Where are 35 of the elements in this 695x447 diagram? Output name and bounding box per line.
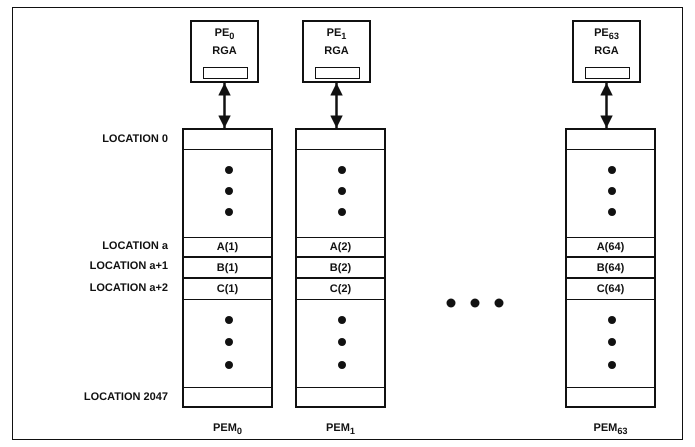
memory-word: C(1) bbox=[184, 278, 271, 300]
processor-box bbox=[302, 20, 371, 83]
memory-module-label: PEM$_{1}$ bbox=[326, 422, 355, 436]
register-box bbox=[203, 67, 248, 79]
location-label: LOCATION a+2 bbox=[90, 282, 168, 294]
location-label: LOCATION a+1 bbox=[90, 260, 168, 272]
memory-word: A(64) bbox=[567, 237, 654, 257]
register-label: RGA bbox=[211, 45, 238, 57]
processor-box bbox=[572, 20, 641, 83]
memory-word: C(64) bbox=[567, 278, 654, 300]
register-label: RGA bbox=[323, 45, 350, 57]
memory-word: C(2) bbox=[297, 278, 384, 300]
location-label: LOCATION 2047 bbox=[84, 391, 168, 403]
memory-module-label: PEM$_{63}$ bbox=[593, 422, 628, 436]
double-arrow bbox=[330, 83, 343, 128]
memory-word: B(64) bbox=[567, 257, 654, 278]
processor-box bbox=[190, 20, 259, 83]
memory-column bbox=[295, 128, 386, 408]
register-label: RGA bbox=[593, 45, 620, 57]
memory-word: B(1) bbox=[184, 257, 271, 278]
memory-column bbox=[565, 128, 656, 408]
memory-column bbox=[182, 128, 273, 408]
register-box bbox=[315, 67, 360, 79]
memory-module-label: PEM$_{0}$ bbox=[213, 422, 242, 436]
memory-word: A(2) bbox=[297, 237, 384, 257]
location-label: LOCATION 0 bbox=[102, 133, 168, 145]
processor-label: PE$_{63}$ bbox=[593, 27, 620, 42]
memory-word: A(1) bbox=[184, 237, 271, 257]
processor-label: PE$_{0}$ bbox=[214, 27, 236, 42]
double-arrow bbox=[600, 83, 613, 128]
location-label: LOCATION a bbox=[102, 240, 168, 252]
memory-word: B(2) bbox=[297, 257, 384, 278]
register-box bbox=[585, 67, 630, 79]
processor-label: PE$_{1}$ bbox=[326, 27, 348, 42]
double-arrow bbox=[218, 83, 231, 128]
